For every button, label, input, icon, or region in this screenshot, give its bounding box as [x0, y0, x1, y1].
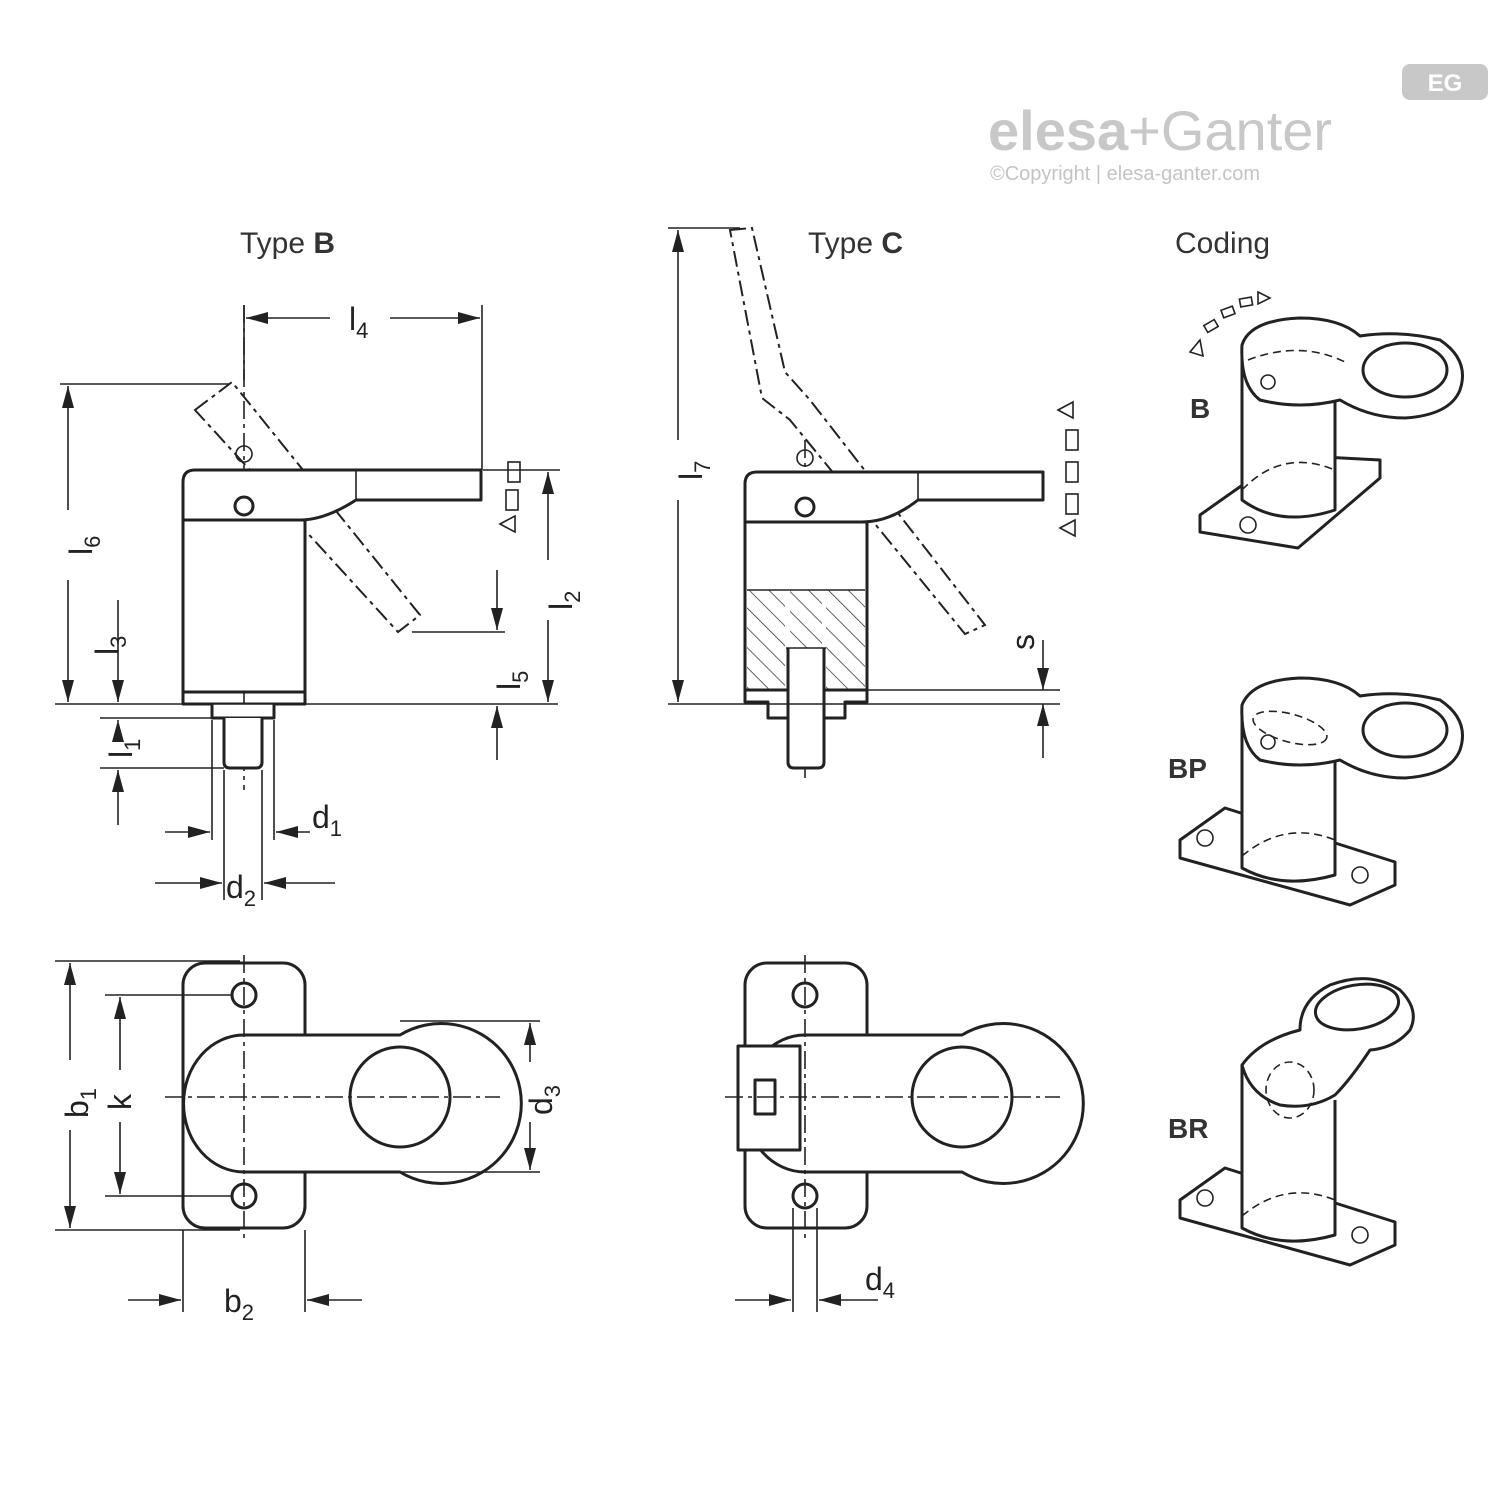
dim-d3: d3 [523, 1085, 565, 1115]
coding-label-b: B [1190, 393, 1210, 424]
svg-text:k: k [102, 1093, 138, 1110]
logo-badge: EG [1402, 64, 1488, 100]
coding-b-iso: B [1188, 290, 1464, 550]
dim-s: s [1005, 634, 1041, 650]
brand-logo: elesa+Ganter ©Copyright | elesa-ganter.c… [988, 64, 1488, 185]
coding-b-rotation [1188, 290, 1272, 358]
svg-text:l1: l1 [103, 739, 145, 758]
svg-text:d3: d3 [523, 1085, 565, 1115]
svg-text:l5: l5 [491, 671, 533, 690]
type-c-heading: Type C [808, 227, 903, 260]
svg-text:l3: l3 [89, 636, 131, 655]
rotation-indicator-c [1056, 400, 1079, 538]
type-c-top-view: d4 [725, 955, 1085, 1312]
coding-label-br: BR [1168, 1113, 1208, 1144]
dim-d2: d2 [226, 869, 256, 911]
dim-l5: l5 [491, 671, 533, 690]
dim-l3: l3 [89, 636, 131, 655]
dim-d1: d1 [312, 799, 342, 841]
svg-text:l2: l2 [543, 591, 585, 610]
svg-text:s: s [1005, 634, 1041, 650]
type-c-side-view: l7 s [668, 226, 1079, 780]
coding-br-iso: BR [1168, 977, 1415, 1267]
coding-bp-iso: BP [1168, 676, 1464, 907]
type-b-heading: Type B [240, 227, 335, 260]
svg-text:l6: l6 [63, 536, 105, 555]
svg-text:l7: l7 [673, 461, 715, 480]
dim-l4: l4 [349, 301, 368, 343]
coding-label-bp: BP [1168, 753, 1207, 784]
dim-l2: l2 [543, 591, 585, 610]
svg-text:b1: b1 [59, 1088, 101, 1118]
dim-b1: b1 [59, 1088, 101, 1118]
dim-k: k [102, 1093, 138, 1110]
type-b-top-view: b1 k d3 b2 [55, 955, 565, 1325]
dim-b2: b2 [224, 1283, 254, 1325]
svg-text:EG: EG [1428, 70, 1463, 97]
logo-copyright: ©Copyright | elesa-ganter.com [990, 163, 1260, 185]
dim-l1: l1 [103, 739, 145, 758]
dim-l6: l6 [63, 536, 105, 555]
dim-d4: d4 [865, 1261, 895, 1303]
coding-heading: Coding [1175, 227, 1270, 260]
dim-l7: l7 [673, 461, 715, 480]
type-b-side-view: l4 l6 l3 l1 l2 l5 d1 [55, 301, 585, 911]
rotation-indicator-b [498, 461, 521, 534]
logo-brand: elesa+Ganter [988, 99, 1332, 162]
